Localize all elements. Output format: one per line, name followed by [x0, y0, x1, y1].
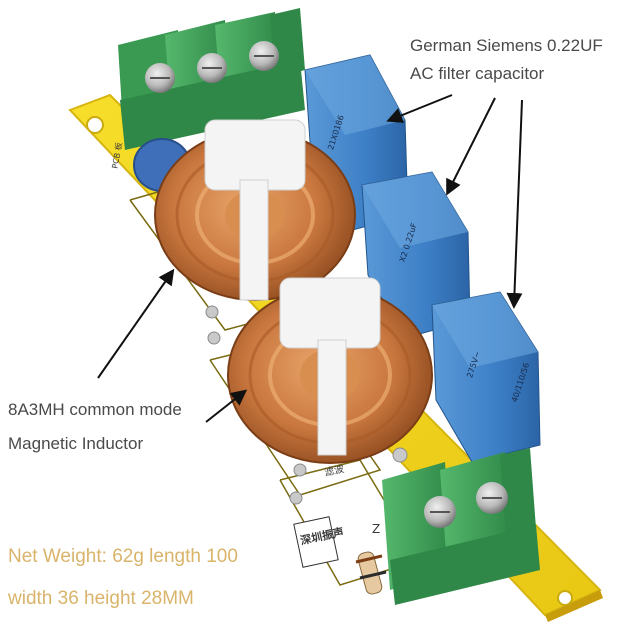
terminal-block-top	[118, 8, 305, 150]
resistor	[355, 551, 387, 595]
arrow-icon	[386, 94, 453, 123]
arrow-icon	[205, 389, 248, 423]
inductor-caption-line1: 8A3MH common mode	[8, 400, 182, 419]
capacitor-caption-line2: AC filter capacitor	[410, 64, 545, 83]
mounting-hole	[86, 116, 104, 134]
spec-caption-line1: Net Weight: 62g length 100	[8, 546, 238, 567]
mounting-hole	[557, 590, 573, 606]
capacitor-caption-line1: German Siemens 0.22UF	[410, 36, 603, 55]
inductor-caption-line2: Magnetic Inductor	[8, 434, 144, 453]
terminal-block-bottom	[382, 448, 540, 605]
fuse-mark: Z	[372, 522, 381, 536]
film-capacitor-3	[431, 291, 541, 463]
arrow-icon	[506, 99, 523, 309]
toroid-inductor-2	[227, 277, 433, 464]
arrow-icon	[97, 268, 175, 379]
spec-caption-line2: width 36 height 28MM	[8, 588, 194, 609]
toroid-inductor-1	[154, 119, 356, 301]
arrow-icon	[446, 97, 496, 196]
film-capacitor-2	[361, 171, 471, 339]
